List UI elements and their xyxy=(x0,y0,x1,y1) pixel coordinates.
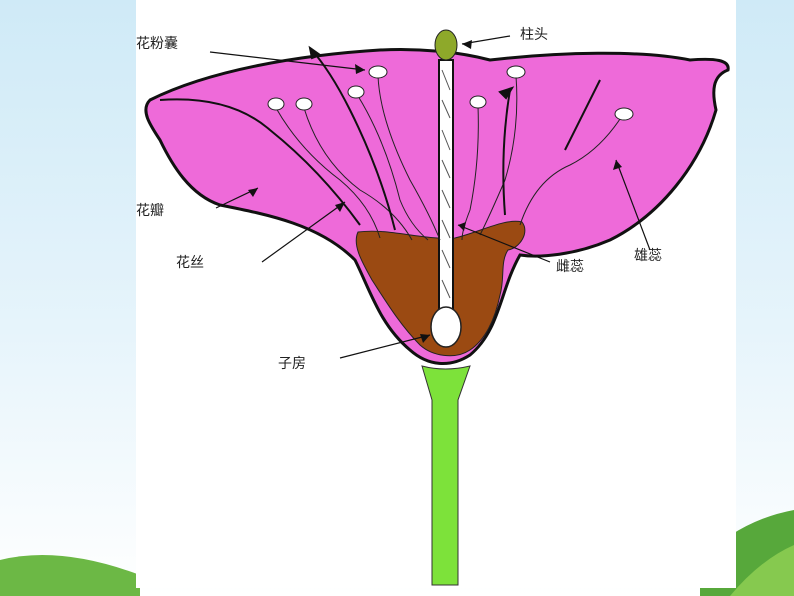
stem xyxy=(421,365,471,586)
label-anther: 花粉囊 xyxy=(136,36,178,52)
anther xyxy=(506,65,526,79)
filaments xyxy=(275,75,623,241)
anther xyxy=(267,97,285,111)
label-filament: 花丝 xyxy=(176,255,204,271)
leader-stamen xyxy=(615,159,651,251)
petal-shape xyxy=(144,47,730,366)
anthers xyxy=(267,65,634,121)
ovule xyxy=(430,306,462,348)
background-hill-right-light xyxy=(730,545,794,596)
style-texture xyxy=(441,69,451,299)
leader-anther xyxy=(209,51,366,71)
anther xyxy=(368,65,388,79)
anther xyxy=(614,107,634,121)
leader-arrowheads xyxy=(248,40,622,343)
anther xyxy=(347,85,365,99)
label-stamen: 雄蕊 xyxy=(634,248,662,264)
background-hill-left xyxy=(0,555,140,596)
anther xyxy=(469,95,487,109)
label-ovary: 子房 xyxy=(278,356,306,372)
label-stigma: 柱头 xyxy=(520,27,548,43)
leader-ovary xyxy=(339,334,431,359)
leader-filament xyxy=(261,201,346,263)
style-column xyxy=(438,59,454,323)
anther xyxy=(295,97,313,111)
label-pistil: 雌蕊 xyxy=(556,259,584,275)
label-petal: 花瓣 xyxy=(136,203,164,219)
stigma xyxy=(434,29,458,61)
leader-pistil xyxy=(457,224,551,263)
